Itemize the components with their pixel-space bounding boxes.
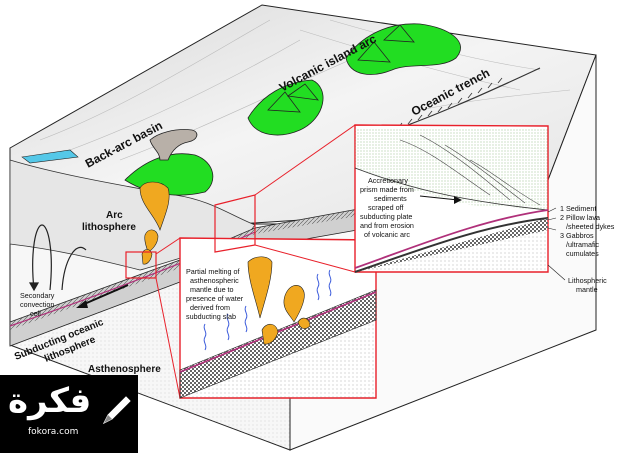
pen-icon bbox=[102, 396, 131, 425]
svg-text:Accretionary: Accretionary bbox=[368, 176, 408, 185]
svg-text:/ultramafic: /ultramafic bbox=[566, 240, 600, 249]
svg-text:1 Sediment: 1 Sediment bbox=[560, 204, 596, 213]
label-lithospheric-line1: Lithospheric bbox=[568, 276, 607, 285]
svg-text:subducting plate: subducting plate bbox=[360, 212, 412, 221]
svg-text:mantle due to: mantle due to bbox=[190, 285, 234, 294]
svg-text:cumulates: cumulates bbox=[566, 249, 599, 258]
callout-trench bbox=[214, 124, 549, 273]
svg-text:scraped off: scraped off bbox=[368, 203, 403, 212]
callout-partial-melting bbox=[125, 237, 377, 399]
volcano-island-2 bbox=[345, 23, 461, 75]
svg-text:sediments: sediments bbox=[374, 194, 407, 203]
svg-text:and from erosion: and from erosion bbox=[360, 221, 414, 230]
svg-text:derived from: derived from bbox=[190, 303, 230, 312]
svg-text:Partial melting of: Partial melting of bbox=[186, 267, 240, 276]
svg-text:subducting slab: subducting slab bbox=[186, 312, 236, 321]
label-lithospheric-line2: mantle bbox=[576, 285, 598, 294]
label-arc-line2: lithosphere bbox=[82, 222, 136, 233]
magma-bodies bbox=[139, 181, 170, 265]
svg-text:/sheeted dykes: /sheeted dykes bbox=[566, 222, 615, 231]
subduction-arrow bbox=[76, 284, 129, 308]
label-convection-line2: convection bbox=[20, 300, 54, 309]
svg-text:2 Pillow lava: 2 Pillow lava bbox=[560, 213, 600, 222]
svg-text:of volcanic arc: of volcanic arc bbox=[364, 230, 410, 239]
text-partial-melting: Partial melting of asthenospheric mantle… bbox=[186, 267, 244, 321]
ash-plume bbox=[149, 129, 198, 161]
svg-text:3 Gabbros: 3 Gabbros bbox=[560, 231, 594, 240]
convection-cell-arrows bbox=[28, 224, 87, 292]
label-arc-line1: Arc bbox=[106, 210, 123, 221]
watermark-logo: فكرة fokora.com bbox=[0, 375, 138, 453]
svg-text:presence of water: presence of water bbox=[186, 294, 244, 303]
watermark-text: فكرة bbox=[8, 381, 92, 421]
label-asthenosphere: Asthenosphere bbox=[88, 364, 161, 375]
watermark-url: fokora.com bbox=[28, 427, 79, 437]
text-crust-layers: 1 Sediment 2 Pillow lava /sheeted dykes … bbox=[560, 204, 615, 258]
label-convection-line3: cell bbox=[30, 309, 41, 318]
label-convection-line1: Secondary bbox=[20, 291, 55, 300]
text-accretionary-prism: Accretionary prism made from sediments s… bbox=[360, 176, 414, 239]
svg-text:prism made from: prism made from bbox=[360, 185, 414, 194]
svg-text:asthenospheric: asthenospheric bbox=[190, 276, 239, 285]
